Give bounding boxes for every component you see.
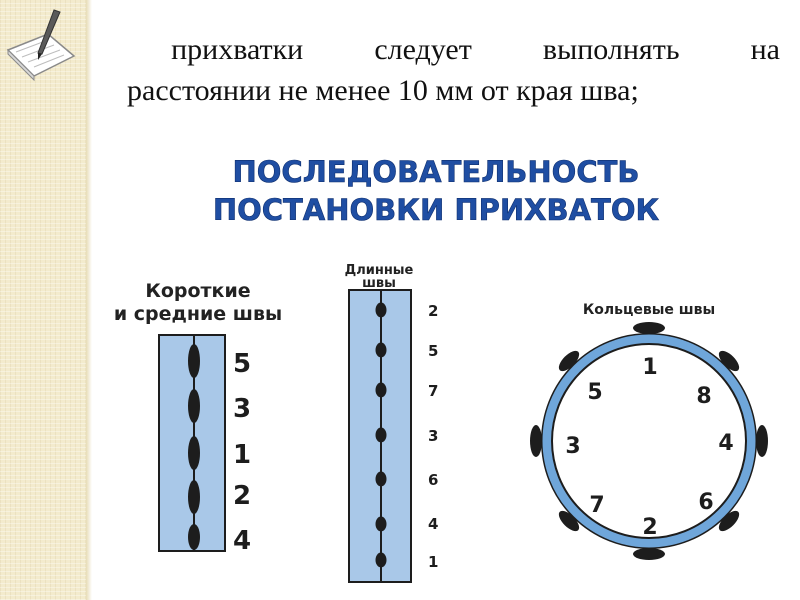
short-tack: [188, 480, 200, 514]
ring-band: [542, 334, 756, 548]
ring-tack: [558, 510, 580, 532]
long-seam-number: 6: [428, 471, 438, 489]
ring-tack: [718, 350, 740, 372]
long-tack: [375, 552, 387, 568]
long-tack: [375, 382, 387, 398]
ring-number: 1: [642, 355, 657, 380]
ring-tack: [633, 548, 665, 560]
ring-tack: [558, 350, 580, 372]
ring-number: 5: [587, 380, 602, 405]
long-seams-label-line-2: швы: [362, 276, 396, 291]
short-tack: [188, 524, 200, 550]
ring-tack: [756, 425, 768, 457]
long-seams-label-line-1: Длинные: [345, 263, 414, 278]
figure-title-line-1: ПОСЛЕДОВАТЕЛЬНОСТЬ: [232, 155, 639, 189]
long-seam-number: 7: [428, 382, 438, 400]
bullet-line-1: прихватки следует выполнять на: [100, 30, 780, 70]
long-tack: [375, 516, 387, 532]
short-seam-number: 3: [233, 394, 251, 424]
long-seam-number: 4: [428, 515, 438, 533]
ring-tack: [633, 322, 665, 334]
short-seam-number: 2: [233, 481, 251, 511]
ring-number: 7: [589, 493, 604, 518]
short-seam-number: 1: [233, 440, 251, 470]
short-seam-number: 4: [233, 526, 251, 556]
ring-inner-edge: [551, 343, 747, 539]
ring-number: 6: [698, 490, 713, 515]
ring-number: 2: [642, 515, 657, 540]
bullet-word: прихватки: [171, 33, 304, 66]
long-tack: [375, 342, 387, 358]
long-seam-number: 3: [428, 427, 438, 445]
ring-tack: [718, 510, 740, 532]
bullet-word: следует: [374, 33, 472, 66]
short-seams-label-line-1: Короткие: [145, 280, 250, 302]
bullet-line-2: расстоянии не менее 10 мм от края шва;: [127, 74, 639, 107]
bullet-word: на: [750, 33, 780, 66]
ring-tack: [530, 425, 542, 457]
long-tack: [375, 302, 387, 318]
short-tack: [188, 436, 200, 470]
short-seam-number: 5: [233, 349, 251, 379]
ring-number: 8: [696, 384, 711, 409]
side-stripe-edge: [86, 0, 92, 600]
long-seam-number: 5: [428, 342, 438, 360]
long-seam-number: 1: [428, 553, 438, 571]
short-tack: [188, 389, 200, 423]
short-tack: [188, 344, 200, 378]
decorative-side-stripe: [0, 0, 92, 600]
ring-seams-label: Кольцевые швы: [583, 302, 715, 318]
figure-title-line-2: ПОСТАНОВКИ ПРИХВАТОК: [213, 193, 660, 227]
ring-number: 3: [565, 434, 580, 459]
ring-number: 4: [718, 431, 733, 456]
tack-weld-sequence-figure: ПОСЛЕДОВАТЕЛЬНОСТЬ ПОСТАНОВКИ ПРИХВАТОК …: [114, 155, 768, 583]
long-tack: [375, 471, 387, 487]
notepad-pen-icon: [6, 9, 76, 82]
short-seams-label-line-2: и средние швы: [114, 303, 282, 325]
long-tack: [375, 427, 387, 443]
bullet-word: выполнять: [542, 33, 680, 66]
long-seam-number: 2: [428, 302, 438, 320]
